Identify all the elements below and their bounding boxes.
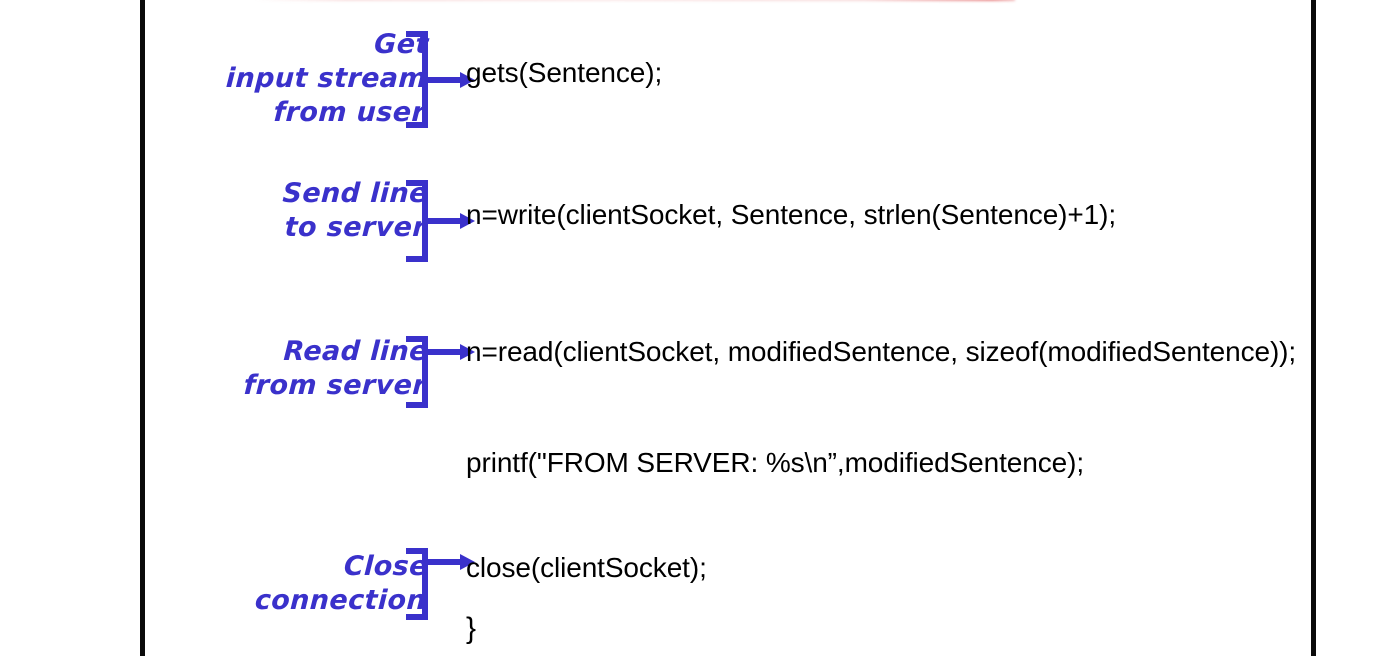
brace-cap-bottom <box>406 402 428 408</box>
code-text-write: n=write(clientSocket, Sentence, strlen(S… <box>466 199 1117 230</box>
brace-stem <box>422 336 428 408</box>
brace-arrow-shaft <box>426 76 462 83</box>
brace-arrow-head <box>460 71 475 88</box>
brace-cap-top <box>406 31 428 37</box>
code-listing: Get input stream from user gets(Sentence… <box>145 0 1311 652</box>
brace-arrow-head <box>460 213 475 229</box>
brace-cap-bottom <box>406 614 428 620</box>
brace-cap-bottom <box>406 122 428 128</box>
code-text-printf: printf("FROM SERVER: %s\n”,modifiedSente… <box>466 447 1085 478</box>
brace-arrow-head <box>460 344 475 360</box>
brace-cap-top <box>406 180 428 186</box>
brace-arrow-shaft <box>426 349 462 355</box>
code-text-read: n=read(clientSocket, modifiedSentence, s… <box>466 336 1297 367</box>
brace-send-line <box>400 180 480 262</box>
brace-arrow-head <box>460 554 475 570</box>
brace-get-input-stream <box>400 31 480 128</box>
code-text-gets: gets(Sentence); <box>466 57 663 88</box>
brace-cap-bottom <box>406 256 428 262</box>
brace-read-line <box>400 336 480 408</box>
annotation-send-line-to-server: Send line to server <box>281 178 429 243</box>
clipped-red-text-band <box>255 0 1015 1</box>
brace-stem <box>422 548 428 620</box>
brace-cap-top <box>406 548 428 554</box>
annotation-read-line-from-server: Read line from server <box>242 336 429 401</box>
annotation-get-input-stream: Get input stream from user <box>225 29 430 128</box>
brace-stem <box>422 31 428 128</box>
code-text-close: close(clientSocket); <box>466 552 707 583</box>
brace-arrow-shaft <box>426 218 462 224</box>
slide-border-right <box>1311 0 1316 656</box>
brace-close-connection <box>400 548 480 620</box>
slide-border-left <box>140 0 145 656</box>
annotation-close-connection: Close connection <box>254 551 429 616</box>
brace-arrow-shaft <box>426 559 462 565</box>
brace-stem <box>422 180 428 262</box>
brace-cap-top <box>406 336 428 342</box>
code-text-closing-brace: } <box>466 612 477 645</box>
